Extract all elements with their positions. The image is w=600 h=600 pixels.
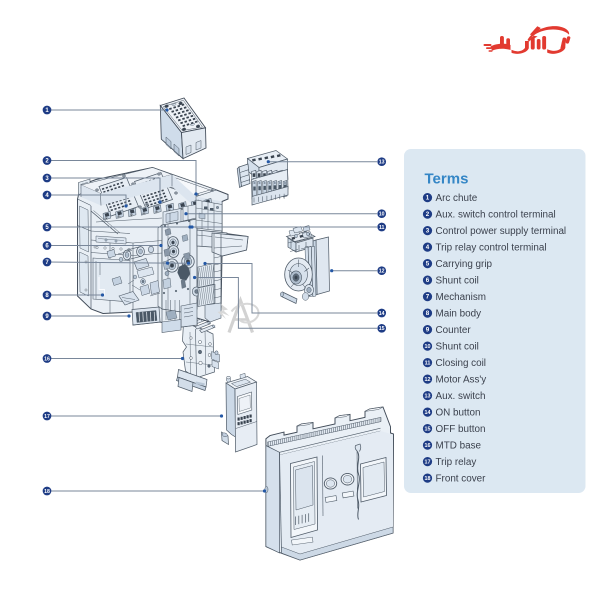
svg-text:Trip relay: Trip relay [436,457,477,468]
svg-text:Terms: Terms [425,171,469,188]
svg-text:13: 13 [379,160,385,166]
svg-text:7: 7 [45,260,49,266]
svg-text:Trip relay control terminal: Trip relay control terminal [436,243,547,254]
svg-text:8: 8 [426,310,430,317]
svg-text:Motor Ass'y: Motor Ass'y [436,375,487,386]
svg-text:Front cover: Front cover [436,474,487,485]
svg-text:9: 9 [45,314,49,320]
svg-text:13: 13 [425,394,431,400]
svg-text:6: 6 [426,277,430,284]
svg-text:5: 5 [45,225,49,231]
svg-text:15: 15 [425,427,431,433]
svg-text:12: 12 [379,269,385,275]
svg-text:17: 17 [44,414,50,420]
svg-text:Arc chute: Arc chute [436,193,478,204]
svg-text:ON button: ON button [436,408,481,419]
svg-text:Aux. switch control terminal: Aux. switch control terminal [436,210,556,221]
svg-text:4: 4 [426,244,430,251]
svg-text:Main body: Main body [436,309,482,320]
svg-text:17: 17 [425,460,431,466]
svg-text:18: 18 [425,476,431,482]
svg-text:6: 6 [45,243,49,249]
svg-text:Shunt coil: Shunt coil [436,342,479,353]
svg-text:4: 4 [45,193,49,199]
svg-text:11: 11 [379,225,385,231]
svg-text:3: 3 [426,228,430,235]
svg-text:Counter: Counter [436,325,472,336]
svg-text:16: 16 [44,356,50,362]
svg-text:2: 2 [45,158,49,164]
svg-text:Mechanism: Mechanism [436,292,487,303]
svg-text:7: 7 [426,294,430,301]
svg-text:2: 2 [426,211,430,218]
svg-text:14: 14 [425,410,431,416]
svg-text:12: 12 [425,377,431,383]
svg-text:1: 1 [426,195,430,202]
svg-text:Control power supply terminal: Control power supply terminal [436,226,567,237]
svg-text:5: 5 [426,261,430,268]
svg-text:3: 3 [45,176,49,182]
svg-text:18: 18 [44,489,50,495]
svg-text:Closing coil: Closing coil [436,358,487,369]
svg-text:16: 16 [425,443,431,449]
svg-text:Carrying grip: Carrying grip [436,259,493,270]
svg-text:10: 10 [425,344,431,350]
svg-text:8: 8 [45,293,49,299]
svg-text:15: 15 [379,326,385,332]
svg-text:10: 10 [379,212,385,218]
svg-text:11: 11 [425,361,431,367]
svg-text:9: 9 [426,327,430,334]
svg-text:14: 14 [379,311,385,317]
svg-text:Aux. switch: Aux. switch [436,391,486,402]
svg-text:MTD base: MTD base [436,441,482,452]
svg-text:Shunt coil: Shunt coil [436,276,479,287]
svg-text:1: 1 [45,108,49,114]
svg-text:OFF button: OFF button [436,424,486,435]
